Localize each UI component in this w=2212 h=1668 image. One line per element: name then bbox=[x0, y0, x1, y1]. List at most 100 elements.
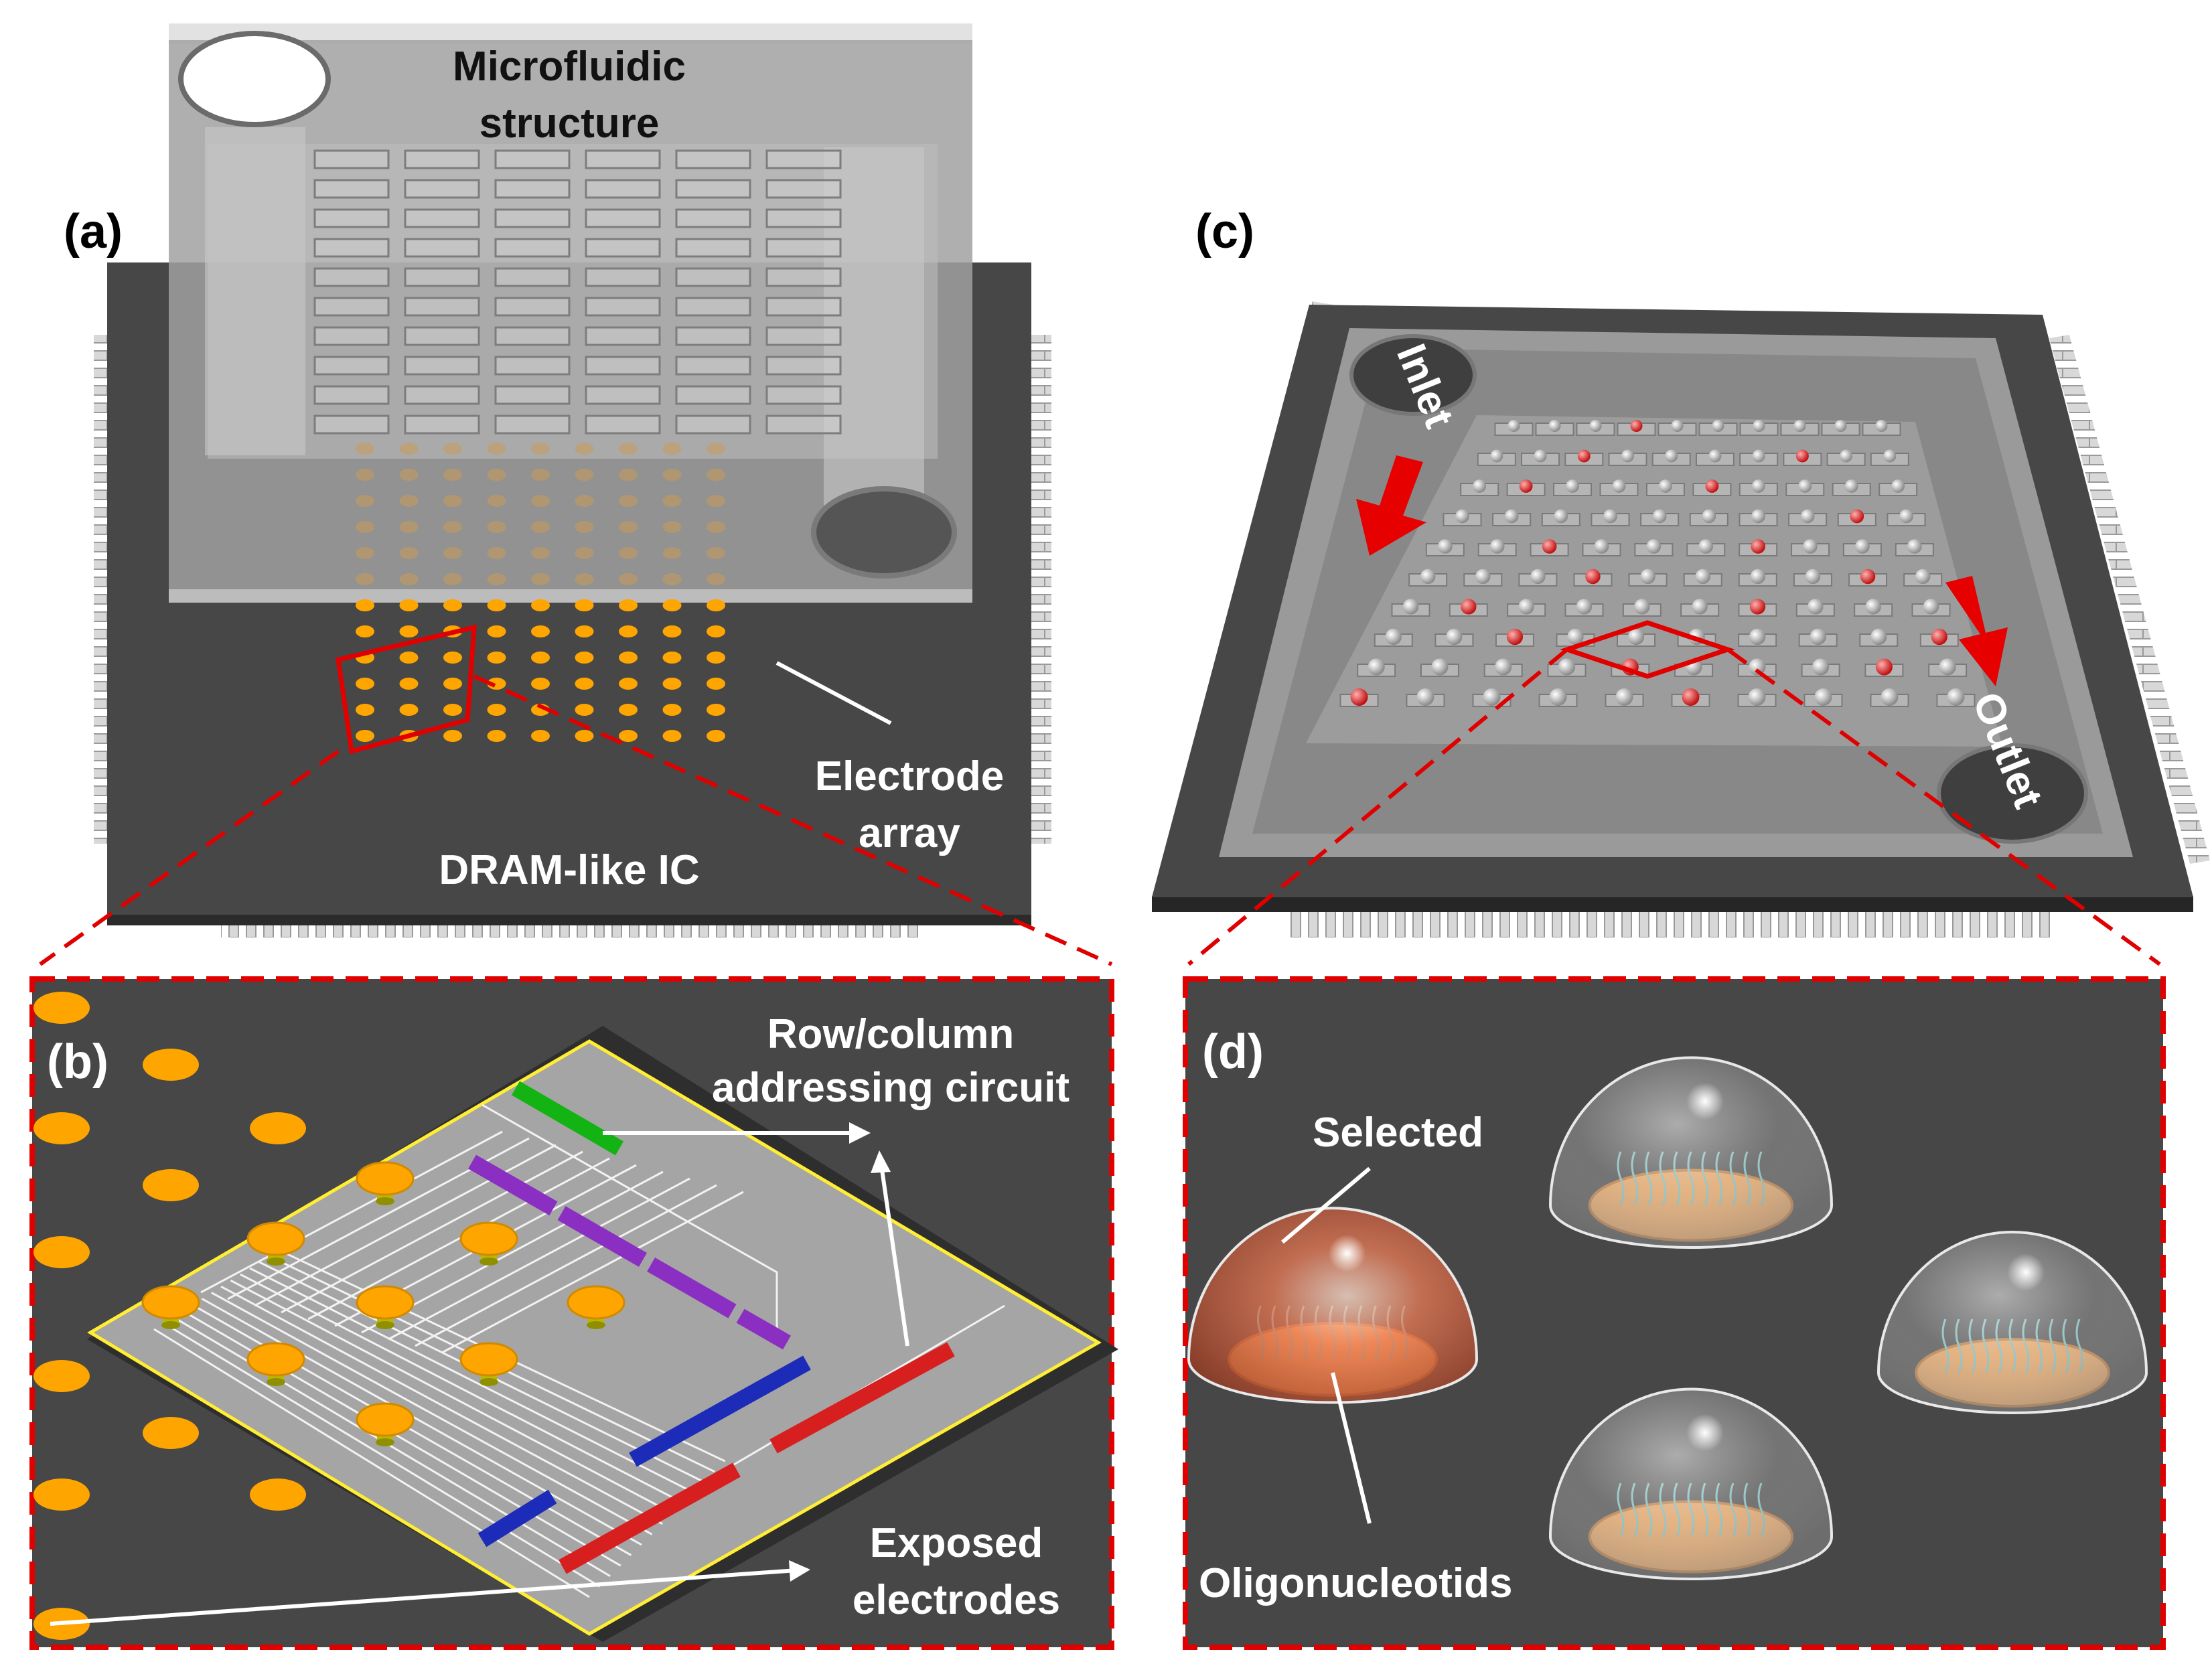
droplet-dome bbox=[1548, 1387, 1834, 1580]
address-bar-red-2 bbox=[559, 1462, 741, 1574]
electrode-dot bbox=[662, 521, 682, 533]
electrode-dot bbox=[399, 443, 419, 455]
droplet bbox=[1495, 658, 1512, 676]
microfluidic-chamber bbox=[313, 179, 390, 199]
electrode-pad bbox=[250, 1479, 306, 1511]
droplet bbox=[1870, 628, 1887, 646]
electrode-dot bbox=[487, 495, 506, 507]
microfluidic-chamber bbox=[404, 297, 480, 317]
electrode-dot bbox=[619, 573, 638, 585]
electrode-dot bbox=[443, 652, 462, 664]
droplet bbox=[1567, 628, 1584, 646]
electrode-dot bbox=[487, 599, 506, 611]
electrode-dot bbox=[356, 599, 374, 611]
droplet-domes bbox=[1187, 1056, 2148, 1580]
address-line bbox=[153, 1328, 590, 1598]
pillar-base bbox=[376, 1438, 394, 1446]
microfluidic-chamber bbox=[313, 208, 390, 228]
electrode-dot bbox=[531, 730, 550, 742]
selected-droplet bbox=[1577, 449, 1591, 463]
electrode-dot bbox=[531, 547, 550, 559]
selected-droplet bbox=[1506, 628, 1524, 646]
microfluidic-chamber bbox=[765, 208, 842, 228]
microfluidic-chamber bbox=[585, 267, 661, 287]
droplet bbox=[1504, 509, 1519, 524]
droplet bbox=[1576, 599, 1593, 615]
microfluidic-chamber bbox=[585, 385, 661, 405]
electrode-dot bbox=[575, 704, 594, 716]
electrode-dot bbox=[531, 599, 550, 611]
electrode-dot bbox=[707, 469, 725, 481]
droplet bbox=[1475, 568, 1491, 585]
electrode-dot bbox=[619, 652, 638, 664]
droplet bbox=[1671, 420, 1684, 432]
electrode-dot bbox=[487, 652, 506, 664]
chip-c-body-edge bbox=[1152, 896, 2193, 912]
microfluidic-chamber bbox=[765, 356, 842, 376]
microfluidic-chamber bbox=[313, 297, 390, 317]
electrode-label-1: Electrode bbox=[815, 753, 1005, 800]
microfluidic-bottom-lip bbox=[169, 589, 972, 603]
address-bar-red-1 bbox=[769, 1342, 955, 1454]
droplet bbox=[1915, 568, 1931, 585]
electrode-dot bbox=[399, 547, 419, 559]
microfluidic-structure bbox=[169, 23, 972, 603]
droplet bbox=[1692, 599, 1708, 615]
electrode-dot bbox=[662, 678, 682, 690]
droplet bbox=[1446, 628, 1463, 646]
droplet-array bbox=[1339, 420, 1976, 707]
electrode-pillars bbox=[141, 1161, 625, 1446]
addressing-label-1: Row/column bbox=[767, 1011, 1015, 1057]
panel-b: (b) Row/column addressing circuit Expose… bbox=[29, 976, 1118, 1650]
droplet bbox=[1810, 628, 1826, 646]
addressing-label-2: addressing circuit bbox=[712, 1065, 1070, 1111]
exposed-arrow bbox=[50, 1568, 798, 1626]
electrode-pillar bbox=[459, 1221, 518, 1266]
electrode-dot bbox=[575, 443, 594, 455]
droplet bbox=[1712, 420, 1724, 432]
oligo-label: Oligonucleotids bbox=[1199, 1560, 1512, 1606]
selected-droplet bbox=[1519, 479, 1533, 493]
address-line bbox=[220, 1285, 663, 1525]
pillar-cap bbox=[459, 1342, 518, 1377]
droplet bbox=[1798, 479, 1812, 493]
electrode-dot bbox=[707, 625, 725, 637]
electrode-dot bbox=[399, 521, 419, 533]
microfluidic-chamber bbox=[313, 414, 390, 435]
droplet bbox=[1749, 628, 1766, 646]
electrode-dot bbox=[487, 547, 506, 559]
electrode-dot bbox=[487, 573, 506, 585]
microfluidic-chamber bbox=[404, 356, 480, 376]
microfluidic-chamber bbox=[765, 267, 842, 287]
electrode-dot bbox=[619, 547, 638, 559]
selected-droplet bbox=[1705, 479, 1719, 493]
microfluidic-chamber bbox=[585, 326, 661, 346]
electrode-dot bbox=[356, 443, 374, 455]
address-line bbox=[388, 1177, 690, 1341]
electrode-dot bbox=[531, 469, 550, 481]
electrode-pillar bbox=[356, 1285, 415, 1329]
electrode-dot bbox=[487, 704, 506, 716]
microfluidic-label-1: Microfluidic bbox=[453, 44, 686, 90]
microfluidic-chamber bbox=[404, 267, 480, 287]
electrode-dot bbox=[619, 730, 638, 742]
address-line bbox=[307, 1157, 610, 1320]
electrode-dot bbox=[487, 469, 506, 481]
selected-droplet bbox=[1461, 599, 1477, 615]
droplet bbox=[1589, 420, 1602, 432]
selected-droplet bbox=[1630, 420, 1643, 432]
electrode-dot bbox=[662, 547, 682, 559]
electrode-pad bbox=[33, 1236, 90, 1268]
selected-droplet bbox=[1542, 539, 1557, 554]
zoom-line-a-right bbox=[473, 674, 1113, 966]
chip-c-pins-right bbox=[2049, 335, 2210, 864]
electrode-dot bbox=[531, 573, 550, 585]
droplet bbox=[1695, 568, 1710, 585]
droplet bbox=[1899, 509, 1913, 524]
droplet bbox=[1612, 479, 1626, 493]
microfluidic-chamber bbox=[675, 149, 751, 169]
panel-d-tag: (d) bbox=[1202, 1025, 1264, 1079]
electrode-pillar bbox=[141, 1285, 200, 1329]
electrode-dot bbox=[619, 704, 638, 716]
electrode-dot bbox=[399, 652, 419, 664]
